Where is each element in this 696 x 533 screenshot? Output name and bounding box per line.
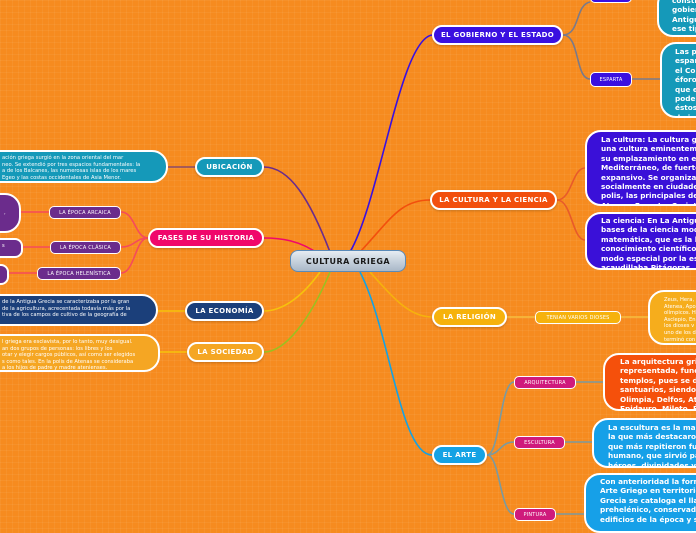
note-ciencia[interactable]: La ciencia: En La Antigua bases de la ci… [585,212,696,270]
topic-gobierno[interactable]: EL GOBIERNO Y EL ESTADO [432,25,563,45]
subtopic-label: TENIAN VARIOS DIOSES [546,314,610,321]
subtopic-label: PINTURA [523,511,547,518]
topic-gobierno-label: EL GOBIERNO Y EL ESTADO [440,31,555,39]
subtopic-epoca-arcaica[interactable]: LA ÉPOCA ARCAICA [49,206,121,219]
subtopic-epoca-helenistica[interactable]: LA ÉPOCA HELENÍSTICA [37,267,121,280]
note-escultura[interactable]: La escultura es la man la que más destac… [592,418,696,468]
topic-sociedad[interactable]: LA SOCIEDAD [187,342,264,362]
topic-religion-label: LA RELIGIÓN [442,313,496,321]
subtopic-escultura[interactable]: ESCULTURA [514,436,565,449]
note-gobierno-1[interactable]: constitu gobier Antigu ese tip [657,0,696,37]
subtopic-esparta[interactable]: ESPARTA [590,72,632,87]
note-religion[interactable]: Zeus, Hera, Atenea, Apolo olímpicos. H A… [648,290,696,345]
note-text: Las p espar el Co éforo que e poder ésto… [675,47,696,118]
note-cultura[interactable]: La cultura: La cultura griega fue una cu… [585,130,696,206]
topic-fases-historia[interactable]: FASES DE SU HISTORIA [148,228,264,248]
note-text: l griega era esclavista, por lo tanto, m… [2,339,136,372]
topic-economia-label: LA ECONOMÍA [195,307,254,315]
topic-arte-label: EL ARTE [442,451,477,459]
connector-lines [9,1,660,515]
topic-cultura-label: LA CULTURA Y LA CIENCIA [439,196,548,204]
subtopic-epoca-clasica[interactable]: LA ÉPOCA CLÁSICA [50,241,121,254]
note-text: La cultura: La cultura griega fue una cu… [601,135,696,206]
note-ubicacion[interactable]: ación griega surgió en la zona oriental … [0,150,168,183]
note-text: constitu gobier Antigu ese tip [672,0,696,34]
note-text: Con anterioridad la form Arte Griego en … [600,477,696,524]
subtopic-pintura[interactable]: PINTURA [514,508,556,521]
central-topic[interactable]: CULTURA GRIEGA [290,250,406,272]
note-text: La ciencia: En La Antigua bases de la ci… [601,216,696,270]
subtopic-label: ARQUITECTURA [524,379,566,386]
topic-ubicacion-label: UBICACIÓN [206,163,253,171]
topic-cultura-ciencia[interactable]: LA CULTURA Y LA CIENCIA [430,190,557,210]
topic-arte[interactable]: EL ARTE [432,445,487,465]
subtopic-label: LA ÉPOCA ARCAICA [59,209,111,216]
note-esparta[interactable]: Las p espar el Co éforo que e poder ésto… [660,42,696,118]
subtopic-label: LA ÉPOCA CLÁSICA [59,244,112,251]
topic-sociedad-label: LA SOCIEDAD [197,348,254,356]
topic-religion[interactable]: LA RELIGIÓN [432,307,507,327]
note-epoca-helenistica[interactable] [0,264,9,285]
note-economia[interactable]: de la Antigua Grecia se caracterizaba po… [0,294,158,326]
note-epoca-clasica[interactable]: s [0,238,23,258]
central-topic-label: CULTURA GRIEGA [305,256,391,266]
subtopic-label: ESPARTA [599,76,623,83]
note-text: ación griega surgió en la zona oriental … [2,155,141,181]
note-sociedad[interactable]: l griega era esclavista, por lo tanto, m… [0,334,160,372]
note-text: La arquitectura griega representada, fun… [620,357,696,411]
note-text: , [4,210,6,216]
subtopic-arquitectura[interactable]: ARQUITECTURA [514,376,576,389]
subtopic-label: LA ÉPOCA HELENÍSTICA [47,270,111,277]
subtopic-label: ESCULTURA [524,439,555,446]
subtopic-varios-dioses[interactable]: TENIAN VARIOS DIOSES [535,311,621,324]
note-text: s [2,243,5,249]
note-text: Zeus, Hera, Atenea, Apolo olímpicos. H A… [664,297,696,343]
topic-ubicacion[interactable]: UBICACIÓN [195,157,264,177]
topic-fases-label: FASES DE SU HISTORIA [157,234,255,242]
topic-economia[interactable]: LA ECONOMÍA [185,301,264,321]
note-arquitectura[interactable]: La arquitectura griega representada, fun… [603,353,696,411]
note-text: La escultura es la man la que más destac… [608,423,696,468]
note-text: de la Antigua Grecia se caracterizaba po… [2,299,131,319]
note-pintura[interactable]: Con anterioridad la form Arte Griego en … [584,473,696,533]
note-epoca-arcaica[interactable]: , [0,193,21,233]
subtopic-gobierno-1[interactable] [590,0,632,3]
